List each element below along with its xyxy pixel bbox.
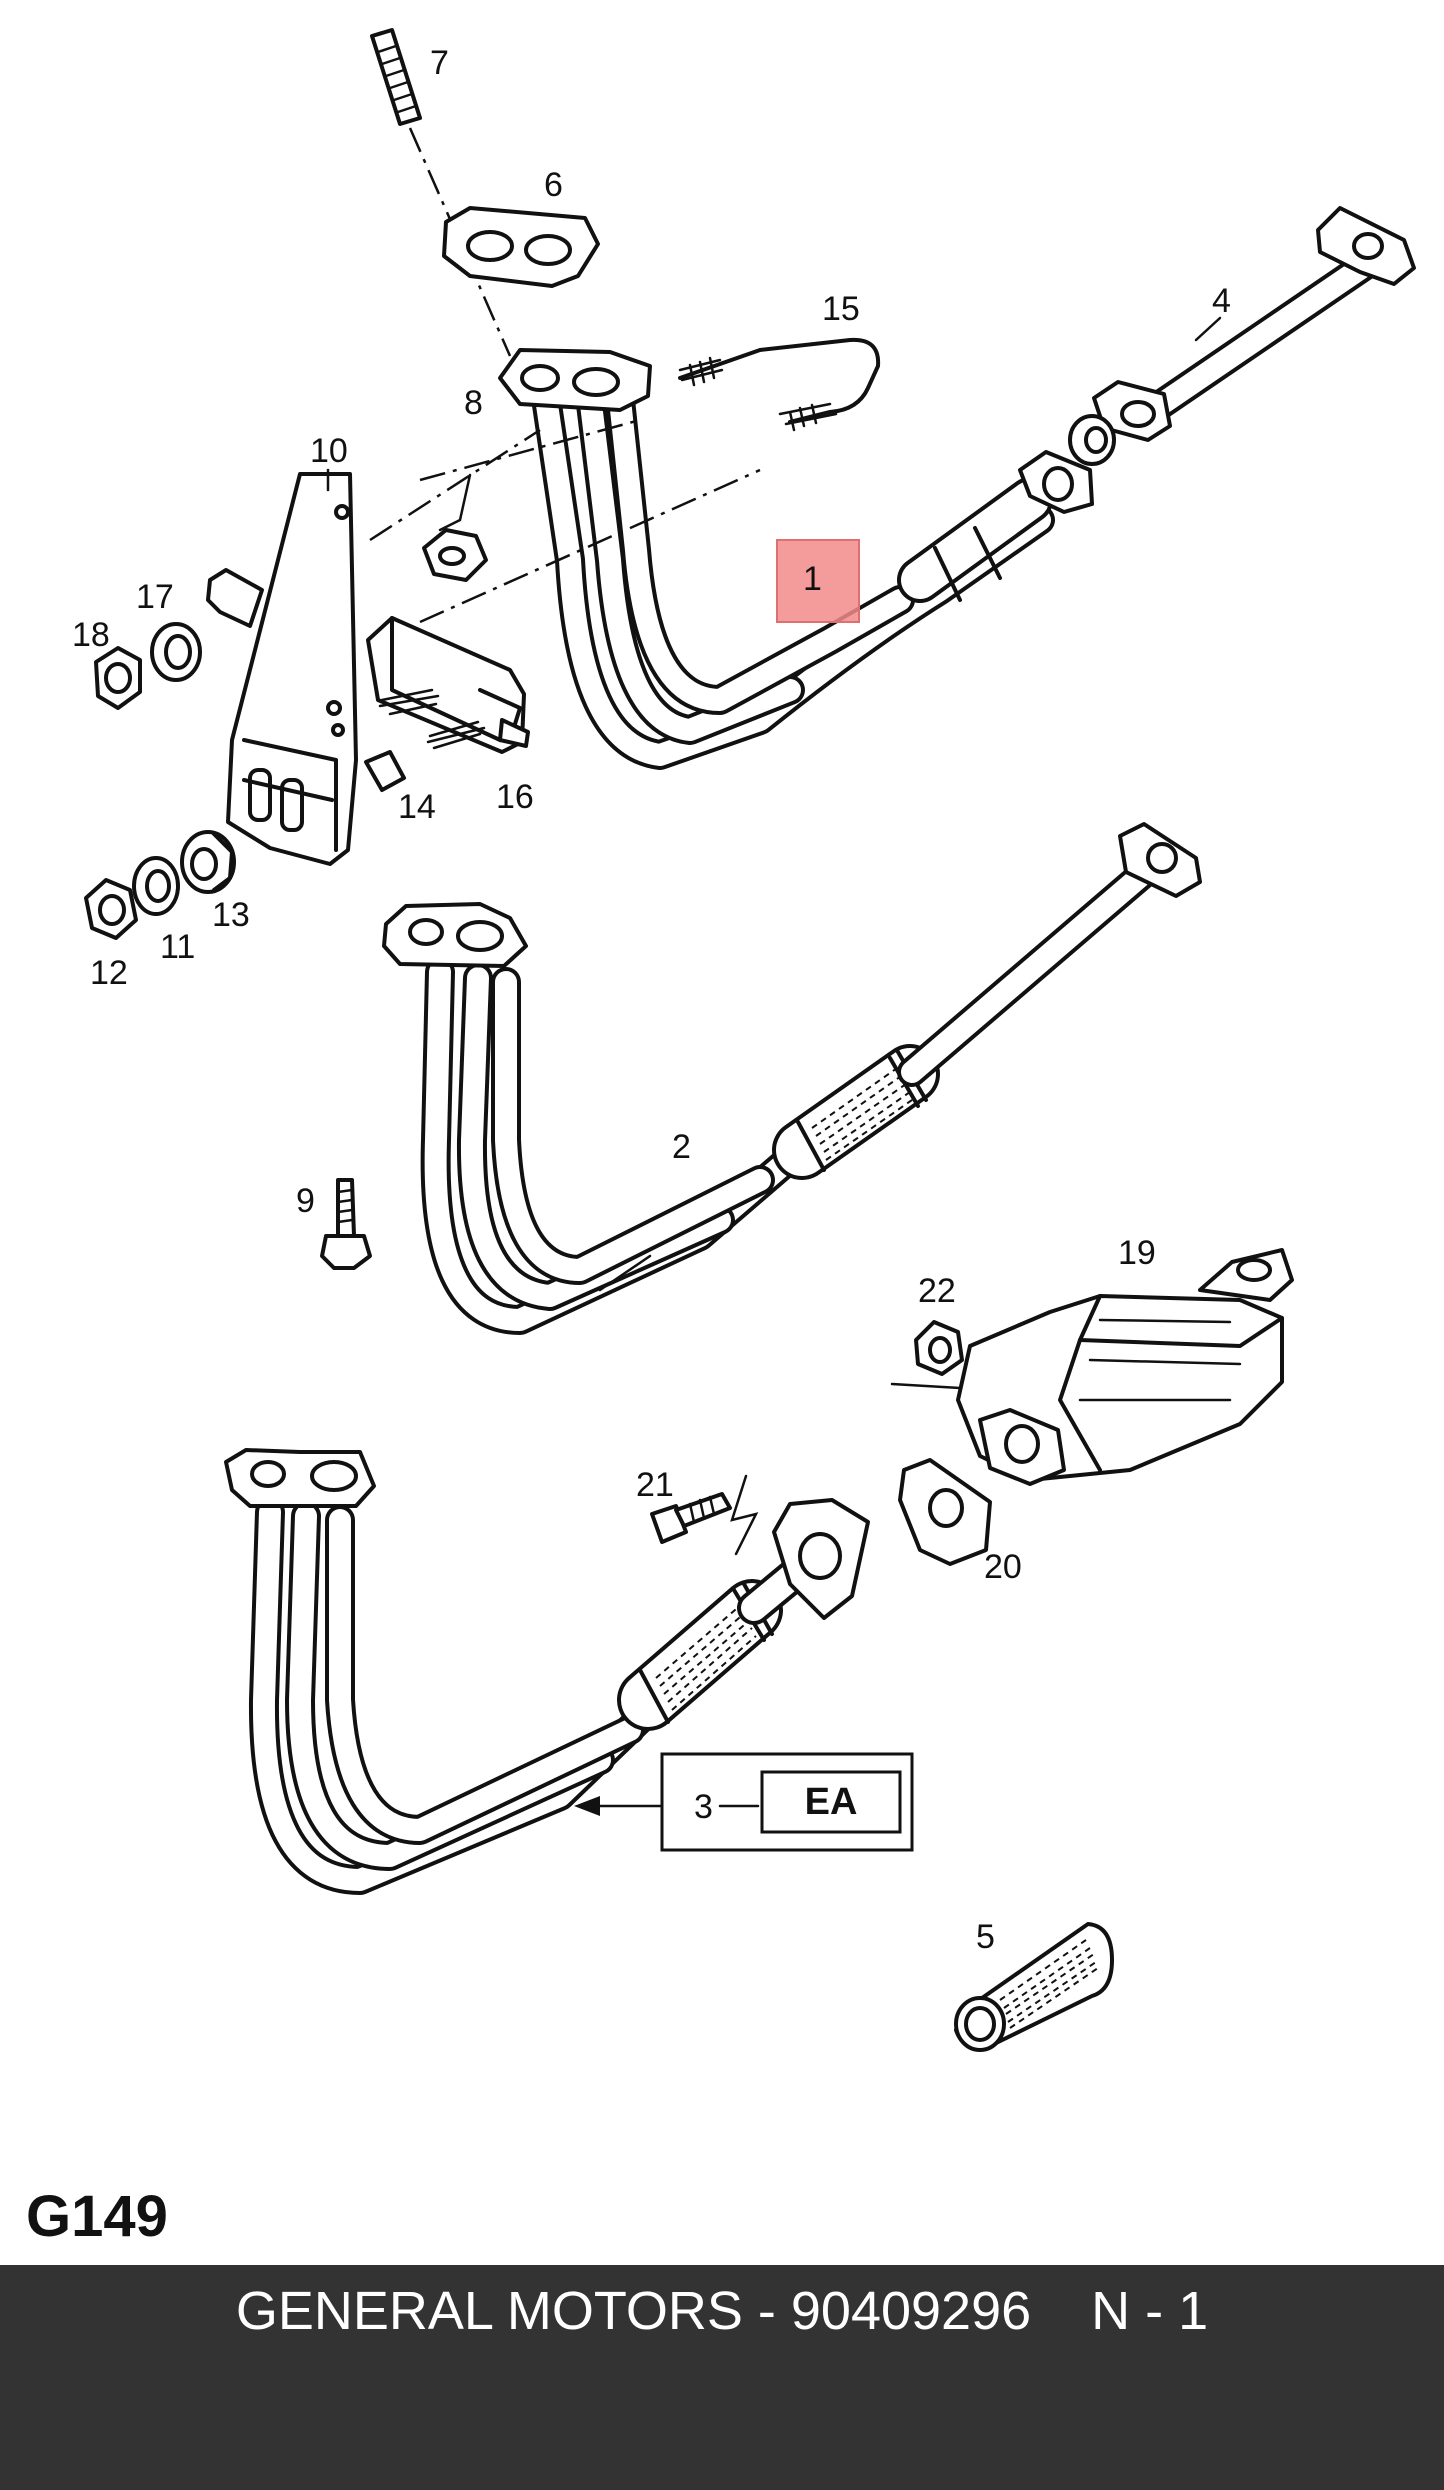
footer-part-number: GENERAL MOTORS - 90409296 N - 1 xyxy=(235,2281,1209,2341)
callout-2: 2 xyxy=(672,1128,691,1166)
part-12-nut xyxy=(84,878,138,940)
callout-14: 14 xyxy=(398,788,436,826)
variant-label: EA xyxy=(805,1781,858,1823)
part-13-bush xyxy=(180,830,236,894)
callout-19: 19 xyxy=(1118,1234,1156,1272)
callout-10: 10 xyxy=(310,432,348,470)
part-3-front-pipe xyxy=(224,1448,870,1895)
part-2-front-pipe xyxy=(382,822,1202,1335)
part-16-mount xyxy=(366,616,530,754)
leader-8 xyxy=(438,473,472,532)
part-6-gasket xyxy=(442,206,600,288)
part-8-nut xyxy=(422,528,488,582)
callout-20: 20 xyxy=(984,1548,1022,1586)
callout-18: 18 xyxy=(72,616,110,654)
callout-6: 6 xyxy=(544,166,563,204)
part-22-nut xyxy=(890,1320,964,1390)
part-11-washer xyxy=(132,856,180,916)
part-1-front-pipe xyxy=(498,348,1094,770)
callout-3: 3 xyxy=(694,1788,713,1826)
callout-8: 8 xyxy=(464,384,483,422)
callout-7: 7 xyxy=(430,44,449,82)
footer-bar: GENERAL MOTORS - 90409296 N - 1 xyxy=(0,2265,1444,2490)
part-20-gasket xyxy=(898,1458,992,1566)
callout-4: 4 xyxy=(1212,282,1231,320)
part-18-nut xyxy=(94,646,142,710)
part-19-converter xyxy=(956,1248,1294,1486)
callout-1: 1 xyxy=(803,560,822,598)
callout-9: 9 xyxy=(296,1182,315,1220)
callout-15: 15 xyxy=(822,290,860,328)
centerline-bracket xyxy=(419,468,761,624)
callout-11: 11 xyxy=(160,928,195,966)
part-21-bolt xyxy=(650,1474,759,1556)
callout-17: 17 xyxy=(136,578,174,616)
callout-22: 22 xyxy=(918,1272,956,1310)
callout-13: 13 xyxy=(212,896,250,934)
callout-12: 12 xyxy=(90,954,128,992)
part-10-bracket xyxy=(206,472,358,866)
centerline-8 xyxy=(369,428,541,542)
variant-box xyxy=(574,1752,914,1852)
diagram-code: G149 xyxy=(26,2184,168,2249)
part-15-u-bolt xyxy=(678,337,881,432)
highlight-part-1 xyxy=(776,539,860,623)
part-5-flex-sleeve xyxy=(954,1922,1114,2052)
leader-lines xyxy=(326,316,1222,1292)
part-4-pipe xyxy=(1068,206,1416,466)
centerline-8b xyxy=(419,418,641,482)
exhaust-system-diagram: 1 2 3 4 5 6 7 8 9 10 11 12 13 14 15 16 1… xyxy=(72,28,1416,2052)
part-17-washer xyxy=(150,622,202,682)
centerline-7 xyxy=(408,127,512,357)
part-7-stud xyxy=(370,28,422,126)
part-9-bolt xyxy=(320,1178,372,1270)
callout-21: 21 xyxy=(636,1466,674,1504)
callout-16: 16 xyxy=(496,778,534,816)
callout-5: 5 xyxy=(976,1918,995,1956)
part-14-pin xyxy=(364,688,486,792)
